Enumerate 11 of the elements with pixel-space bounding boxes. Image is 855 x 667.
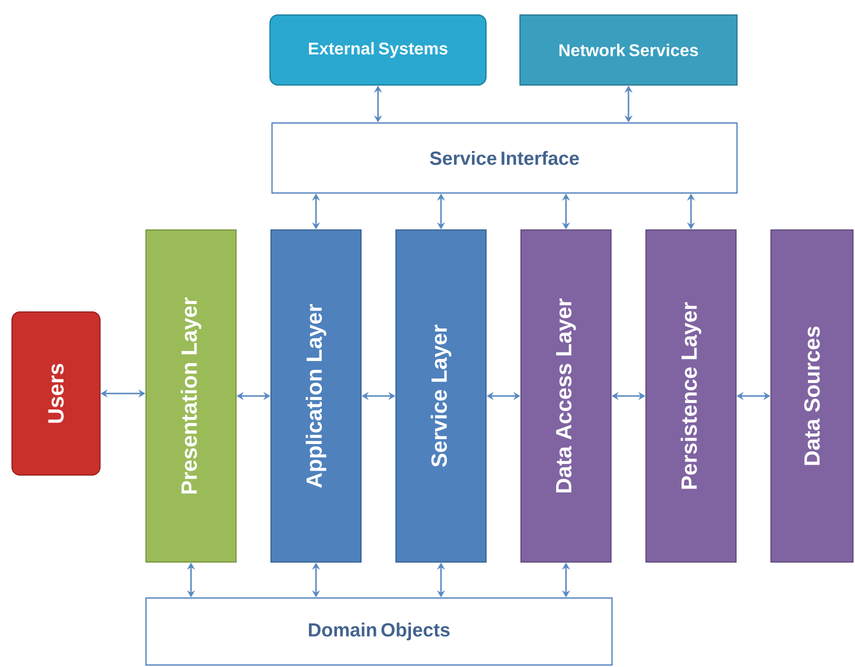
system-box: External Systems: [269, 14, 487, 86]
layer-box: Data Sources: [770, 229, 854, 563]
layer-box: Persistence Layer: [645, 229, 737, 563]
interface-box: Service Interface: [271, 122, 738, 194]
layer-box: Application Layer: [270, 229, 362, 563]
layer-box: Service Layer: [395, 229, 487, 563]
service-box: Network Services: [519, 14, 738, 86]
layer-box: Data Access Layer: [520, 229, 612, 563]
layer-box: Presentation Layer: [145, 229, 237, 563]
objects-box: Domain Objects: [145, 597, 613, 666]
users-box: Users: [11, 311, 101, 476]
